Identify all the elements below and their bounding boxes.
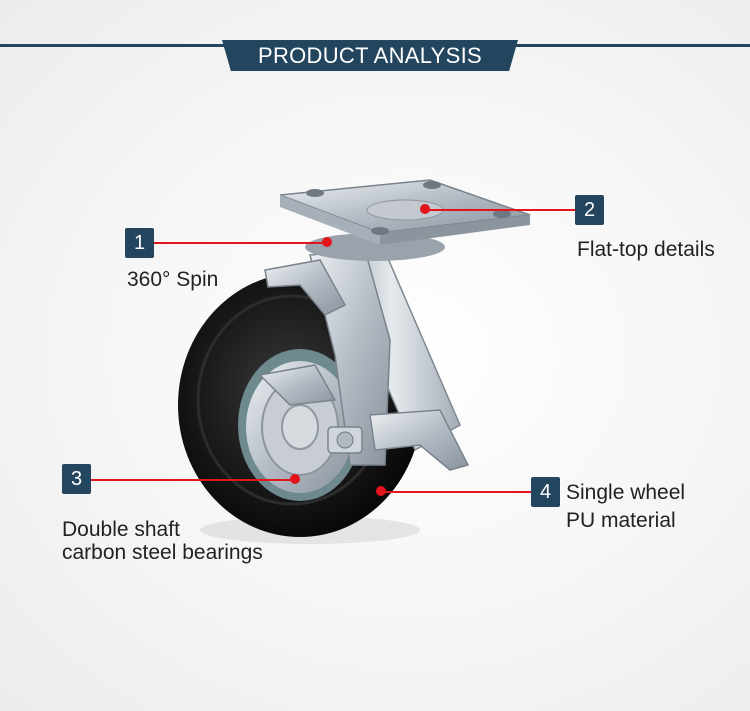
callout-3-dot xyxy=(290,474,300,484)
callout-4-label-line-1: Single wheel xyxy=(566,481,686,504)
callout-2-badge: 2 xyxy=(575,195,604,225)
header-rule-right xyxy=(512,44,750,47)
callout-1-badge: 1 xyxy=(125,228,154,258)
callout-3-label-line-2: carbon steel bearings xyxy=(62,541,263,564)
callout-2-dot xyxy=(420,204,430,214)
callout-3-label-line-1: Double shaft xyxy=(62,518,180,541)
callout-3-leader xyxy=(91,479,296,481)
callout-1-dot xyxy=(322,237,332,247)
callout-2-leader xyxy=(424,209,575,211)
caster-wheel-image xyxy=(178,179,531,544)
callout-4-label-line-2: PU material xyxy=(566,509,676,532)
callout-1-label: 360° Spin xyxy=(127,268,219,291)
page-title: PRODUCT ANALYSIS xyxy=(222,40,518,71)
callout-1-leader xyxy=(154,242,329,244)
callout-2-label: Flat-top details xyxy=(577,238,715,261)
header-rule-left xyxy=(0,44,228,47)
callout-4-leader xyxy=(382,491,531,493)
callout-3-badge: 3 xyxy=(62,464,91,494)
callout-4-badge: 4 xyxy=(531,477,560,507)
callout-4-dot xyxy=(376,486,386,496)
